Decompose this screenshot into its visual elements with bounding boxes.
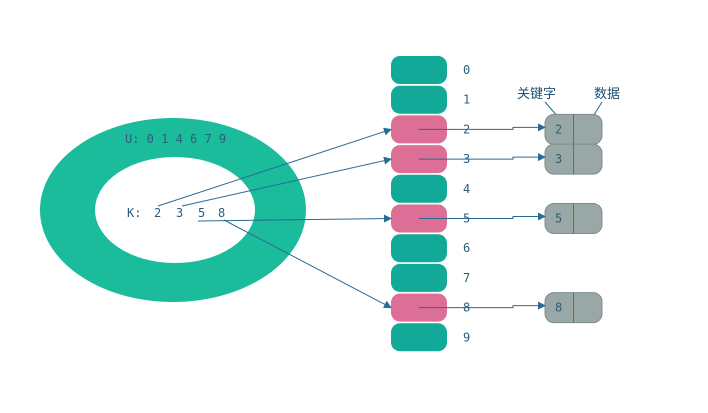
record-key-2: 2	[555, 122, 562, 136]
key-column-header: 关键字	[517, 87, 556, 102]
slot-index-1: 1	[463, 93, 470, 107]
pointer-arrow-8	[419, 301, 546, 310]
record-key-5: 5	[555, 212, 562, 226]
slot-index-9: 9	[463, 330, 470, 344]
key-8: 8	[218, 206, 225, 220]
data-column-header: 数据	[594, 87, 620, 102]
hash-arrow-5	[197, 214, 392, 223]
slot-4	[391, 174, 447, 203]
record-key-3: 3	[555, 152, 562, 166]
pointer-arrow-2	[419, 123, 546, 132]
slot-0	[391, 56, 447, 84]
records: 2 3 5 8	[544, 113, 603, 324]
pointer-arrow-3	[419, 153, 546, 162]
pointer-arrow-5	[419, 212, 546, 221]
slot-9	[391, 323, 447, 352]
slot-index-4: 4	[463, 182, 470, 196]
key-5: 5	[198, 206, 205, 220]
slot-index-7: 7	[463, 271, 470, 285]
slot-index-6: 6	[463, 241, 470, 255]
keys-label: K:	[127, 206, 141, 220]
hash-arrow-3	[181, 156, 392, 207]
hash-table	[391, 56, 447, 352]
slot-1	[391, 85, 447, 114]
universe-label: U: 0 1 4 6 7 9	[125, 132, 226, 146]
key-2: 2	[154, 206, 161, 220]
universe-ring	[40, 118, 306, 302]
hash-arrow-8	[223, 219, 392, 309]
record-key-8: 8	[555, 301, 562, 315]
key-3: 3	[176, 206, 183, 220]
slot-6	[391, 234, 447, 263]
hash-arrow-2	[157, 127, 392, 207]
slot-7	[391, 263, 447, 292]
slot-index-0: 0	[463, 63, 470, 77]
arrows	[157, 123, 546, 310]
